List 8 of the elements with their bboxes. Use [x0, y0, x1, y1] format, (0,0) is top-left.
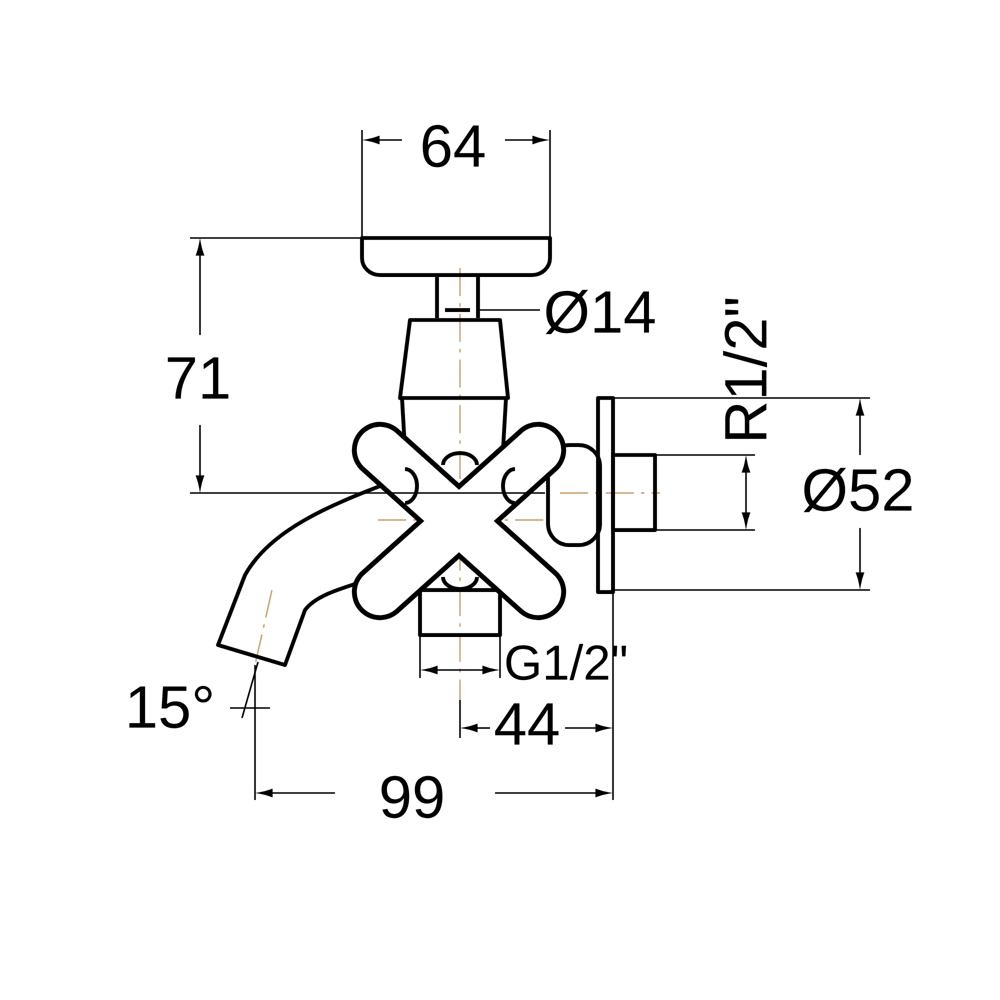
- dimension-label: 15°: [129, 686, 212, 728]
- dimension-label: 99: [382, 776, 442, 818]
- dimension-label: 71: [168, 357, 228, 399]
- dimension-label: Ø14: [546, 290, 655, 334]
- dimension-label: Ø52: [804, 468, 912, 512]
- dimension-label: 64: [422, 124, 484, 168]
- dimension-label: 44: [495, 703, 558, 745]
- dimension-label: R1/2": [723, 298, 767, 439]
